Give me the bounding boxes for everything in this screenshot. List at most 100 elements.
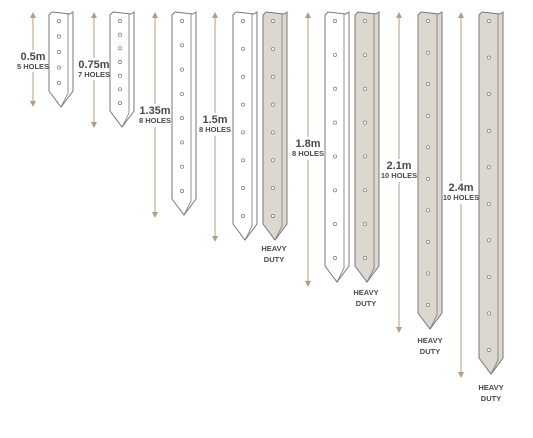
heavy-duty-caption-2-1m: HEAVY DUTY xyxy=(417,336,442,356)
post-hole xyxy=(118,60,122,64)
post-hole xyxy=(426,50,430,55)
length-label: 1.5m xyxy=(202,114,227,126)
post-body xyxy=(171,11,197,216)
heavy-duty-line1: HEAVY xyxy=(353,288,378,297)
post-hole xyxy=(333,19,337,23)
post-hole xyxy=(57,34,61,39)
post-fold-line xyxy=(60,14,69,108)
label-1-8m: 1.8m 8 HOLES xyxy=(292,138,324,158)
post-hole xyxy=(363,222,367,227)
post-fold-line xyxy=(274,14,283,241)
post-body xyxy=(324,11,350,283)
post-hole xyxy=(487,348,491,352)
post-fold-line xyxy=(429,14,438,330)
length-label: 0.5m xyxy=(20,51,45,63)
post-hole xyxy=(57,50,61,54)
post-body xyxy=(354,11,380,283)
post-0.75m xyxy=(109,11,135,128)
label-2-1m: 2.1m 10 HOLES xyxy=(381,160,417,180)
length-label: 0.75m xyxy=(78,59,109,71)
post-hole xyxy=(271,130,275,135)
post-0.5m xyxy=(48,11,74,108)
heavy-duty-line1: HEAVY xyxy=(417,336,442,345)
post-hole xyxy=(118,46,122,51)
post-hole xyxy=(487,311,491,316)
heavy-duty-line2: DUTY xyxy=(264,255,284,264)
post-hole xyxy=(241,74,245,79)
post-fold-line xyxy=(490,14,499,375)
heavy-duty-line1: HEAVY xyxy=(478,383,503,392)
post-1.8m-heavy-duty xyxy=(354,11,380,283)
post-hole xyxy=(426,208,430,213)
post-hole xyxy=(363,120,367,125)
post-hole xyxy=(487,165,491,170)
heavy-duty-line1: HEAVY xyxy=(261,244,286,253)
post-hole xyxy=(180,189,184,193)
post-2.4m-heavy-duty xyxy=(478,11,504,375)
post-hole xyxy=(118,87,122,92)
post-hole xyxy=(333,52,337,57)
post-fold-line xyxy=(183,14,192,216)
post-hole xyxy=(426,239,430,244)
post-body xyxy=(232,11,258,241)
post-hole xyxy=(426,145,430,150)
heavy-duty-caption-1-8m: HEAVY DUTY xyxy=(353,288,378,308)
post-hole xyxy=(487,238,491,243)
post-hole xyxy=(241,214,245,218)
post-hole xyxy=(487,128,491,133)
post-hole xyxy=(241,158,245,163)
post-hole xyxy=(271,186,275,191)
post-2.1m-heavy-duty xyxy=(417,11,443,330)
post-hole xyxy=(271,214,275,218)
post-1.5m-heavy-duty xyxy=(262,11,288,241)
post-hole xyxy=(118,73,122,78)
post-hole xyxy=(271,19,275,23)
heavy-duty-caption-1-5m: HEAVY DUTY xyxy=(261,244,286,264)
post-hole xyxy=(241,186,245,191)
holes-label: 8 HOLES xyxy=(199,125,231,134)
post-hole xyxy=(241,130,245,135)
post-hole xyxy=(487,19,491,23)
label-1-35m: 1.35m 8 HOLES xyxy=(139,105,171,125)
holes-label: 7 HOLES xyxy=(78,70,110,79)
post-hole xyxy=(426,82,430,87)
heavy-duty-line2: DUTY xyxy=(420,347,440,356)
post-hole xyxy=(363,19,367,23)
post-hole xyxy=(180,67,184,72)
post-fold-line xyxy=(336,14,345,283)
holes-label: 10 HOLES xyxy=(381,171,417,180)
label-2-4m: 2.4m 10 HOLES xyxy=(443,182,479,202)
post-hole xyxy=(363,256,367,260)
post-hole xyxy=(180,164,184,169)
post-hole xyxy=(180,91,184,96)
post-hole xyxy=(487,55,491,60)
post-hole xyxy=(333,256,337,260)
post-hole xyxy=(241,46,245,51)
post-hole xyxy=(333,154,337,159)
post-hole xyxy=(118,101,122,105)
label-0-75m: 0.75m 7 HOLES xyxy=(78,59,110,79)
post-hole xyxy=(271,46,275,51)
post-hole xyxy=(333,188,337,193)
post-1.5m xyxy=(232,11,258,241)
post-body xyxy=(417,11,443,330)
heavy-duty-caption-2-4m: HEAVY DUTY xyxy=(478,383,503,403)
heavy-duty-line2: DUTY xyxy=(356,299,376,308)
post-hole xyxy=(426,19,430,23)
post-hole xyxy=(241,19,245,23)
heavy-duty-line2: DUTY xyxy=(481,394,501,403)
post-hole xyxy=(363,154,367,159)
post-body xyxy=(478,11,504,375)
holes-label: 8 HOLES xyxy=(139,116,171,125)
posts-group xyxy=(48,11,504,375)
post-hole xyxy=(426,176,430,181)
post-hole xyxy=(271,158,275,163)
post-fold-line xyxy=(121,14,130,128)
post-body xyxy=(48,11,74,108)
length-label: 1.8m xyxy=(295,138,320,150)
post-1.8m xyxy=(324,11,350,283)
post-body xyxy=(262,11,288,241)
label-0-5m: 0.5m 5 HOLES xyxy=(17,51,49,71)
holes-label: 5 HOLES xyxy=(17,62,49,71)
